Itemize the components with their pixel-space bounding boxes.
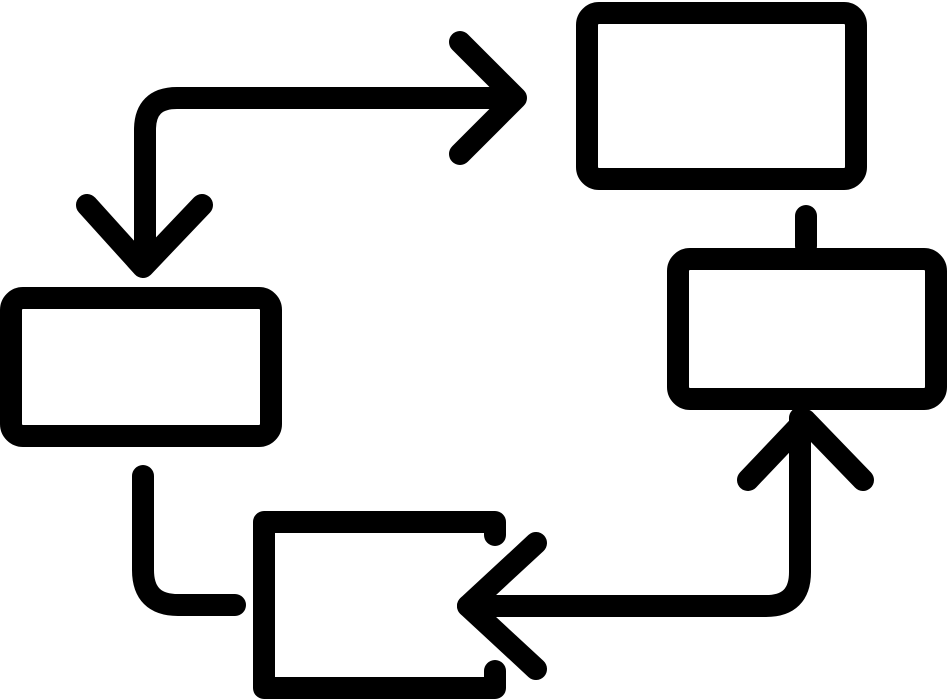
box-top-right	[576, 2, 867, 190]
connector-middle-right-to-bottom-center	[457, 407, 811, 617]
arrowhead-down-left	[76, 194, 213, 278]
box-left	[0, 287, 282, 447]
box-bottom-center	[253, 511, 506, 699]
connector-left-to-top-right	[134, 87, 526, 273]
flowchart-connectors	[76, 31, 874, 680]
box-middle-right	[667, 248, 947, 410]
arrowhead-left-bottom-center	[457, 532, 547, 680]
connector-left-to-bottom-center	[132, 465, 246, 616]
arrowhead-right-top-right	[449, 31, 527, 165]
arrowhead-up-middle-right	[737, 409, 874, 491]
